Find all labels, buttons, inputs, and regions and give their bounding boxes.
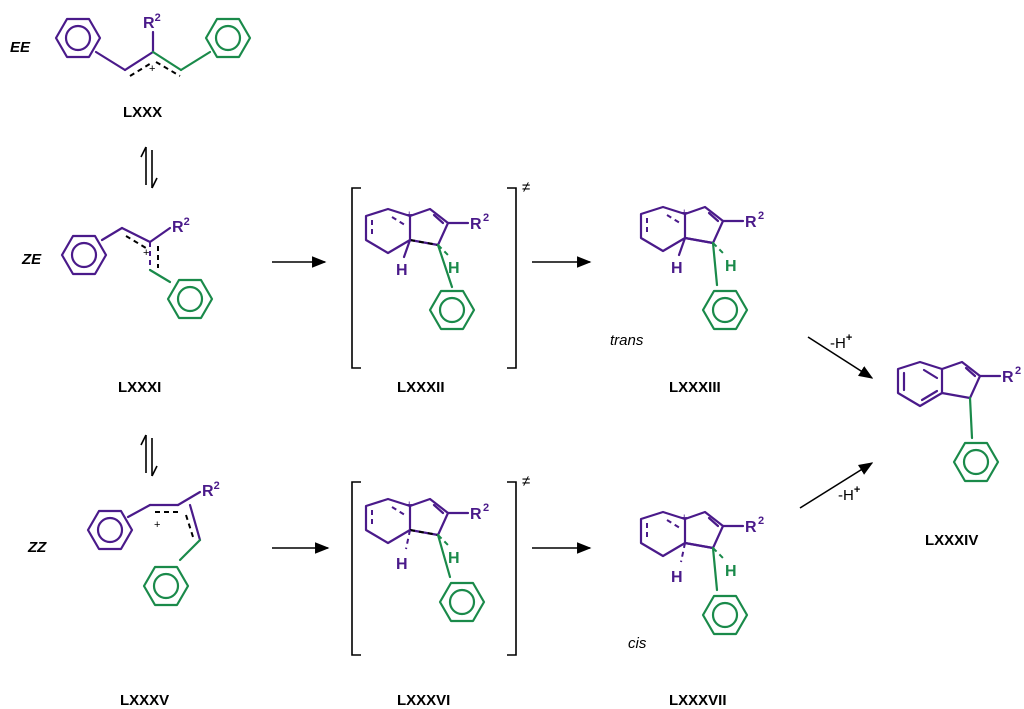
compound-label-lxxxiii: LXXXIII [669,379,721,396]
svg-text:H: H [448,550,460,567]
svg-text:H: H [396,556,408,573]
svg-text:R: R [470,216,482,233]
svg-text:2: 2 [483,212,489,224]
svg-text:2: 2 [1015,365,1021,377]
compound-label-lxxxii: LXXXII [397,379,445,396]
svg-text:H: H [671,569,683,586]
equilibrium-arrow-ze-zz [140,434,158,477]
ze-allyl-cation: + [100,226,172,284]
svg-text:H: H [396,262,408,279]
isomer-label-ze: ZE [21,251,42,268]
zz-allyl-cation: + [126,490,202,562]
svg-text:R: R [745,519,757,536]
svg-text:+: + [681,207,687,219]
stereo-label-trans: trans [610,332,644,349]
arrow-lxxxiii-to-lxxxiv [807,336,874,379]
isomer-label-zz: ZZ [27,539,47,556]
compound-label-lxxxiv: LXXXIV [925,532,978,549]
lxxxii-structure: + H H R 2 [364,207,489,289]
zz-r-group: R2 [202,480,220,500]
arrow-lxxxvii-to-lxxxiv [799,462,874,509]
ts-bracket-top [351,187,517,369]
ee-cation-charge: + [149,63,155,75]
compound-label-lxxxi: LXXXI [118,379,161,396]
compound-label-lxxxv: LXXXV [120,692,169,709]
ts-mark-lxxxii: ≠ [522,179,530,196]
reagent-minus-h-top: -H+ [830,332,852,352]
svg-text:+: + [406,209,412,221]
compound-label-lxxxvii: LXXXVII [669,692,727,709]
stereo-label-cis: cis [628,635,647,652]
svg-text:+: + [681,512,687,524]
ze-cation-charge: + [143,247,149,259]
lxxxvii-structure: + H H R 2 [639,510,764,592]
lxxxvi-structure: + H H R 2 [364,497,489,579]
svg-text:2: 2 [483,502,489,514]
ts-bracket-bottom [351,481,517,656]
svg-text:R: R [1002,369,1014,386]
svg-text:H: H [725,258,737,275]
svg-text:H: H [448,260,460,277]
compound-label-lxxxvi: LXXXVI [397,692,450,709]
svg-text:2: 2 [758,515,764,527]
svg-text:R: R [745,214,757,231]
svg-text:R: R [470,506,482,523]
svg-text:2: 2 [758,210,764,222]
ts-mark-lxxxvi: ≠ [522,473,530,490]
ee-allyl-cation: + [94,30,212,77]
lxxxiv-structure: R 2 [896,360,1021,440]
svg-text:H: H [725,563,737,580]
reagent-minus-h-bottom: -H+ [838,484,860,504]
ze-r-group: R2 [172,216,190,236]
ee-r-group: R2 [143,12,161,32]
isomer-label-ee: EE [10,39,31,56]
zz-cation-charge: + [154,519,160,531]
lxxxiii-structure: + H H R 2 [639,205,764,287]
svg-text:H: H [671,260,683,277]
equilibrium-arrow-ee-ze [140,146,158,189]
compound-label-lxxx: LXXX [123,104,162,121]
svg-text:+: + [406,499,412,511]
